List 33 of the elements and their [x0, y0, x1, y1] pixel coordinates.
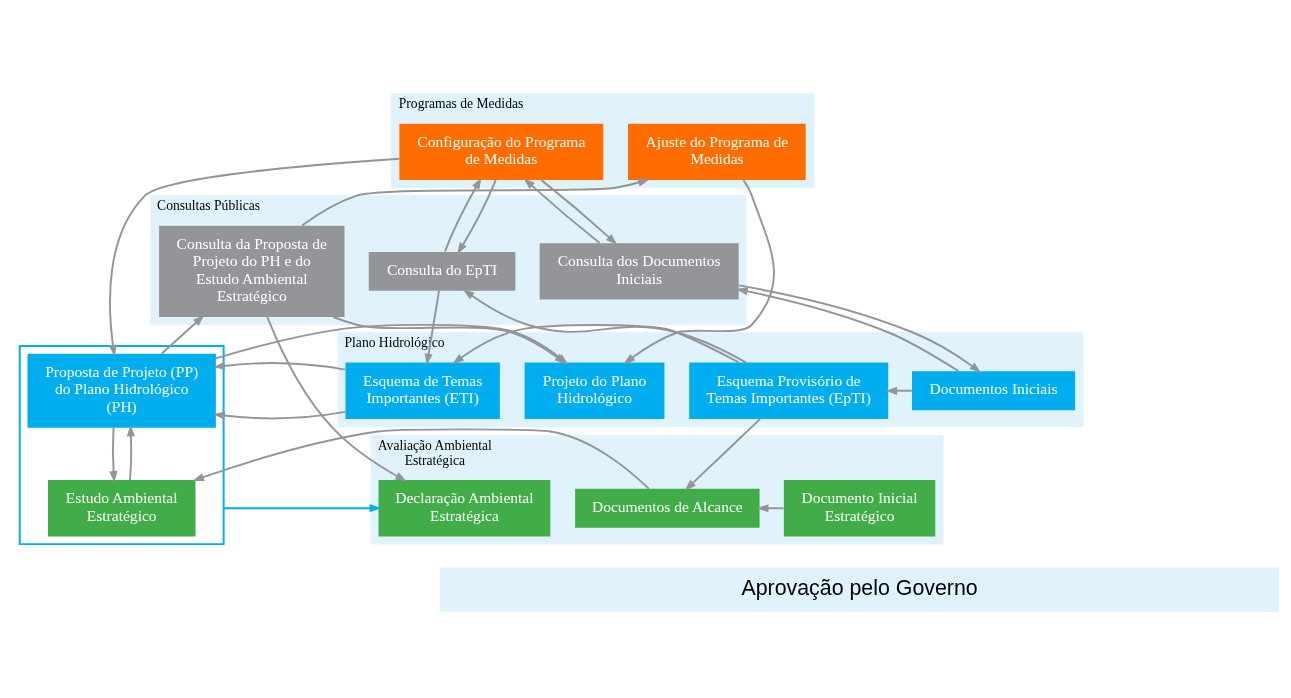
node-box: Documentos Iniciais [912, 371, 1076, 411]
node-box: Esquema de Temas Importantes (ETI) [345, 362, 500, 419]
node-box: Proposta de Projeto (PP) do Plano Hidrológico (PH) [27, 353, 216, 428]
node-box: Estudo Ambiental Estratégico [47, 480, 196, 537]
node-box: Consulta da Proposta de Projeto do PH e do Estudo Ambiental Estratégico [159, 225, 345, 317]
arrow [301, 178, 650, 227]
arrow [109, 426, 118, 483]
arrow [222, 504, 382, 513]
node-box: Declaração Ambiental Estratégica [378, 480, 551, 537]
arrow [213, 361, 347, 420]
arrow [523, 178, 601, 244]
node-box: Documentos de Alcance [575, 488, 760, 528]
arrow [160, 315, 205, 355]
arrow [266, 316, 407, 482]
node-box: Consulta do EpTI [368, 251, 516, 291]
arrow [457, 179, 497, 255]
arrow [443, 177, 482, 253]
node-box: Projeto do Plano Hidrológico [524, 362, 665, 419]
arrow [756, 504, 785, 513]
arrow [623, 179, 775, 365]
arrow [424, 289, 440, 366]
arrow [108, 157, 401, 357]
node-box: Ajuste do Programa de Medidas [628, 123, 806, 181]
node-box: Esquema Provisório de Temas Importantes (EpTI) [689, 362, 889, 419]
arrow [540, 179, 618, 245]
arrow [192, 428, 650, 490]
node-box: Consulta dos Documentos Iniciais [539, 243, 739, 300]
node-box: Configuração do Programa de Medidas [399, 123, 604, 181]
arrow [126, 424, 136, 481]
node-box: Documento Inicial Estratégico [783, 480, 936, 537]
arrow [684, 418, 761, 491]
node-box: Aprovação pelo Governo [440, 567, 1279, 613]
arrow [885, 386, 913, 395]
